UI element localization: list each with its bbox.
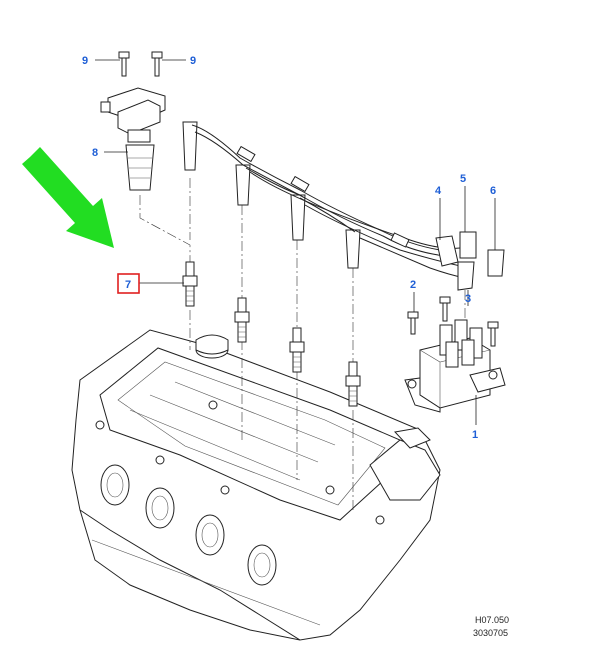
coil-bolt-left (118, 51, 130, 77)
callout-4: 4 (435, 185, 442, 197)
callout-8: 8 (92, 147, 98, 159)
coil-pack-bolt-left (407, 311, 419, 335)
coil-pack (404, 319, 506, 413)
ignition-coil (100, 87, 166, 191)
coil-pack-bolt-mid (439, 296, 451, 322)
ht-leads (182, 121, 505, 291)
reference-code: H07.050 (475, 615, 509, 625)
callout-5: 5 (460, 173, 466, 185)
callout-7: 7 (125, 279, 131, 291)
callout-2: 2 (410, 279, 416, 291)
callout-6: 6 (490, 185, 496, 197)
green-arrow-icon (22, 147, 114, 248)
reference-number: 3030705 (473, 628, 508, 638)
leader-lines (95, 59, 496, 425)
callout-1: 1 (472, 429, 478, 441)
assembly-lines (139, 178, 466, 510)
highlight-box (117, 273, 140, 294)
spark-plug-1 (182, 261, 198, 307)
spark-plug-3 (289, 327, 305, 373)
callout-9-left: 9 (82, 55, 88, 67)
coil-bolt-right (151, 51, 163, 77)
callout-3: 3 (465, 293, 471, 305)
spark-plug-4 (345, 361, 361, 407)
callout-9-right: 9 (190, 55, 196, 67)
spark-plug-2 (234, 297, 250, 343)
coil-pack-bolt-right (487, 321, 499, 347)
cylinder-head (71, 329, 441, 641)
